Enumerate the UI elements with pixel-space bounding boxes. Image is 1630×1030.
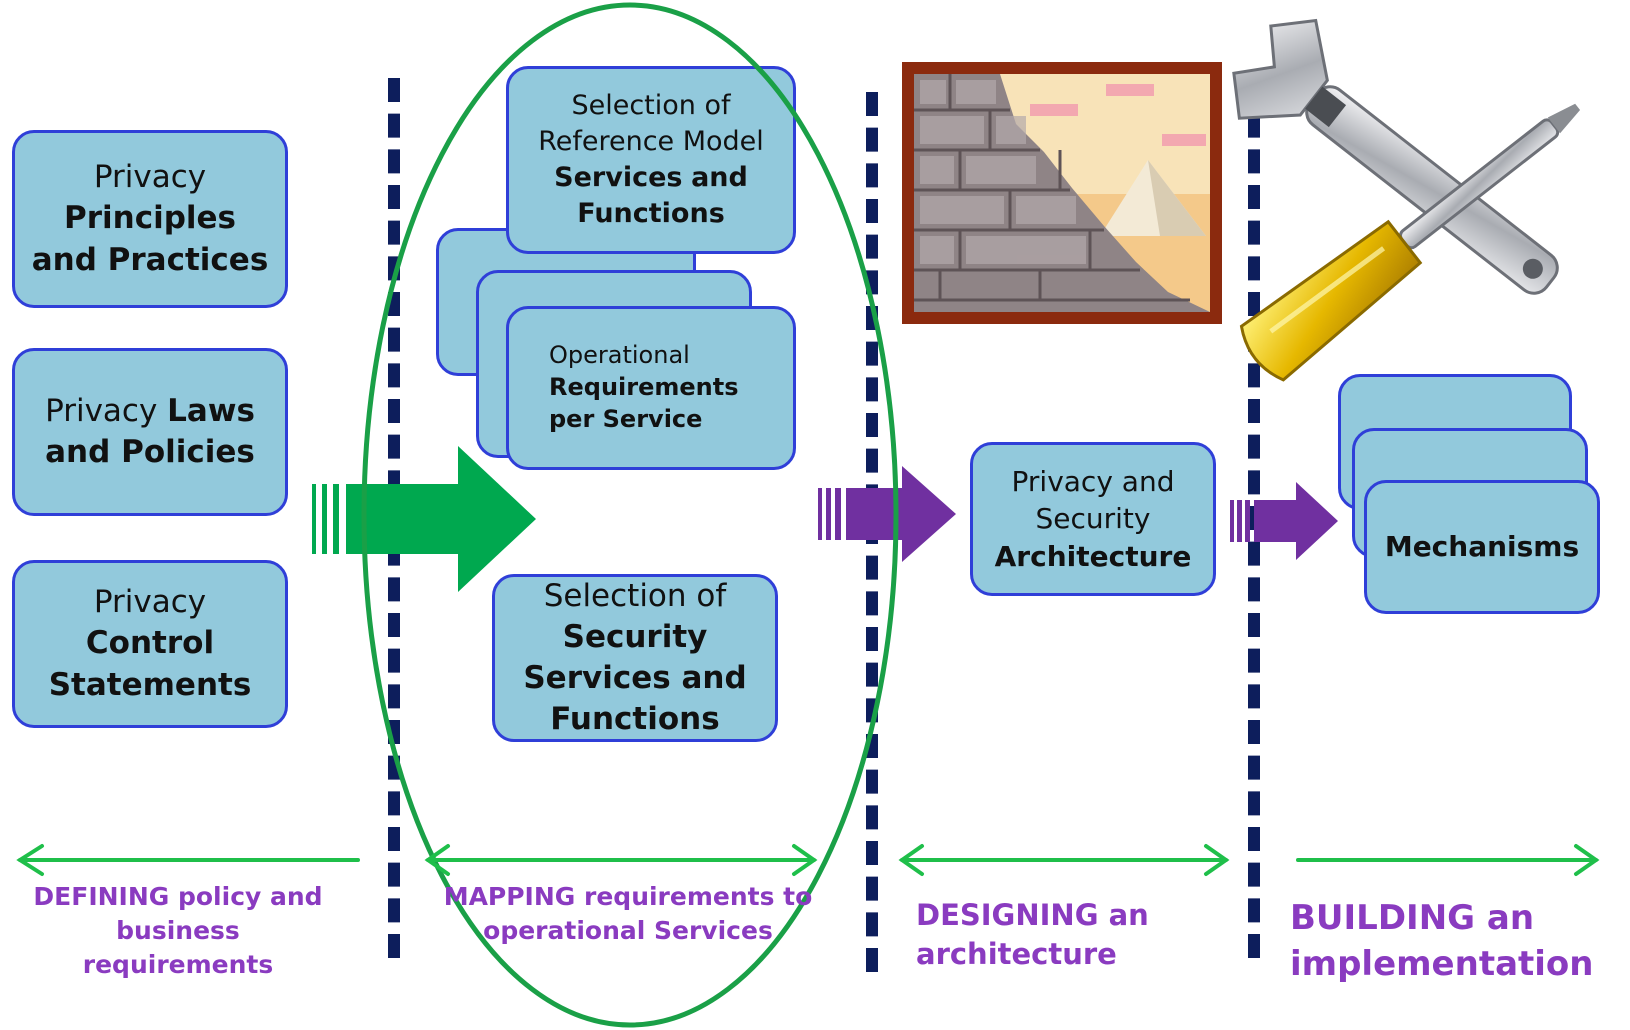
operational-light: Operational bbox=[549, 341, 690, 370]
privacy-control-box: Privacy Control Statements bbox=[12, 560, 288, 728]
reference-model-text: Selection of Reference Model Services an… bbox=[526, 88, 776, 232]
privacy-control-light: Privacy bbox=[93, 584, 207, 621]
privacy-principles-box: Privacy Principles and Practices bbox=[12, 130, 288, 308]
privacy-control-bold: Control Statements bbox=[48, 625, 252, 703]
architecture-box: Privacy and Security Architecture bbox=[970, 442, 1216, 596]
security-light: Selection of bbox=[543, 577, 727, 614]
green-arrow-icon bbox=[312, 446, 536, 592]
divider-3 bbox=[1248, 78, 1260, 958]
stage-mapping-caption: MAPPING requirements to operational Serv… bbox=[443, 882, 813, 945]
purple-arrow-icon-2 bbox=[1230, 482, 1338, 560]
divider-1 bbox=[388, 78, 400, 958]
operational-bold: Requirements per Service bbox=[549, 373, 739, 433]
privacy-principles-light: Privacy bbox=[93, 159, 207, 196]
privacy-laws-bold-inline: Laws bbox=[167, 392, 255, 429]
mechanisms-box: Mechanisms bbox=[1364, 480, 1600, 614]
reference-model-bold-inline: Services bbox=[554, 162, 683, 193]
privacy-laws-line1: Privacy Laws bbox=[45, 391, 255, 432]
architecture-bold: Architecture bbox=[994, 539, 1192, 573]
security-bold: Security Services and Functions bbox=[523, 618, 747, 738]
stage-designing-caption: DESIGNING an architecture bbox=[916, 898, 1149, 972]
operational-requirements-box: Operational Requirements per Service bbox=[506, 306, 796, 470]
purple-arrow-icon bbox=[818, 466, 956, 562]
architecture-light: Privacy and Security bbox=[1011, 465, 1175, 536]
privacy-laws-box: Privacy Laws and Policies bbox=[12, 348, 288, 516]
privacy-laws-bold: and Policies bbox=[45, 434, 255, 470]
reference-model-light: Selection of Reference Model bbox=[538, 90, 764, 158]
divider-2 bbox=[866, 92, 878, 972]
privacy-laws-light: Privacy bbox=[45, 392, 168, 429]
stage-defining-caption: DEFINING policy and business requirement… bbox=[33, 882, 323, 979]
security-services-box: Selection of Security Services and Funct… bbox=[492, 574, 778, 742]
reference-model-box: Selection of Reference Model Services an… bbox=[506, 66, 796, 254]
mechanisms-label: Mechanisms bbox=[1384, 530, 1580, 564]
privacy-principles-bold: Principles and Practices bbox=[31, 200, 269, 278]
stage-building-caption: BUILDING an implementation bbox=[1290, 898, 1594, 984]
